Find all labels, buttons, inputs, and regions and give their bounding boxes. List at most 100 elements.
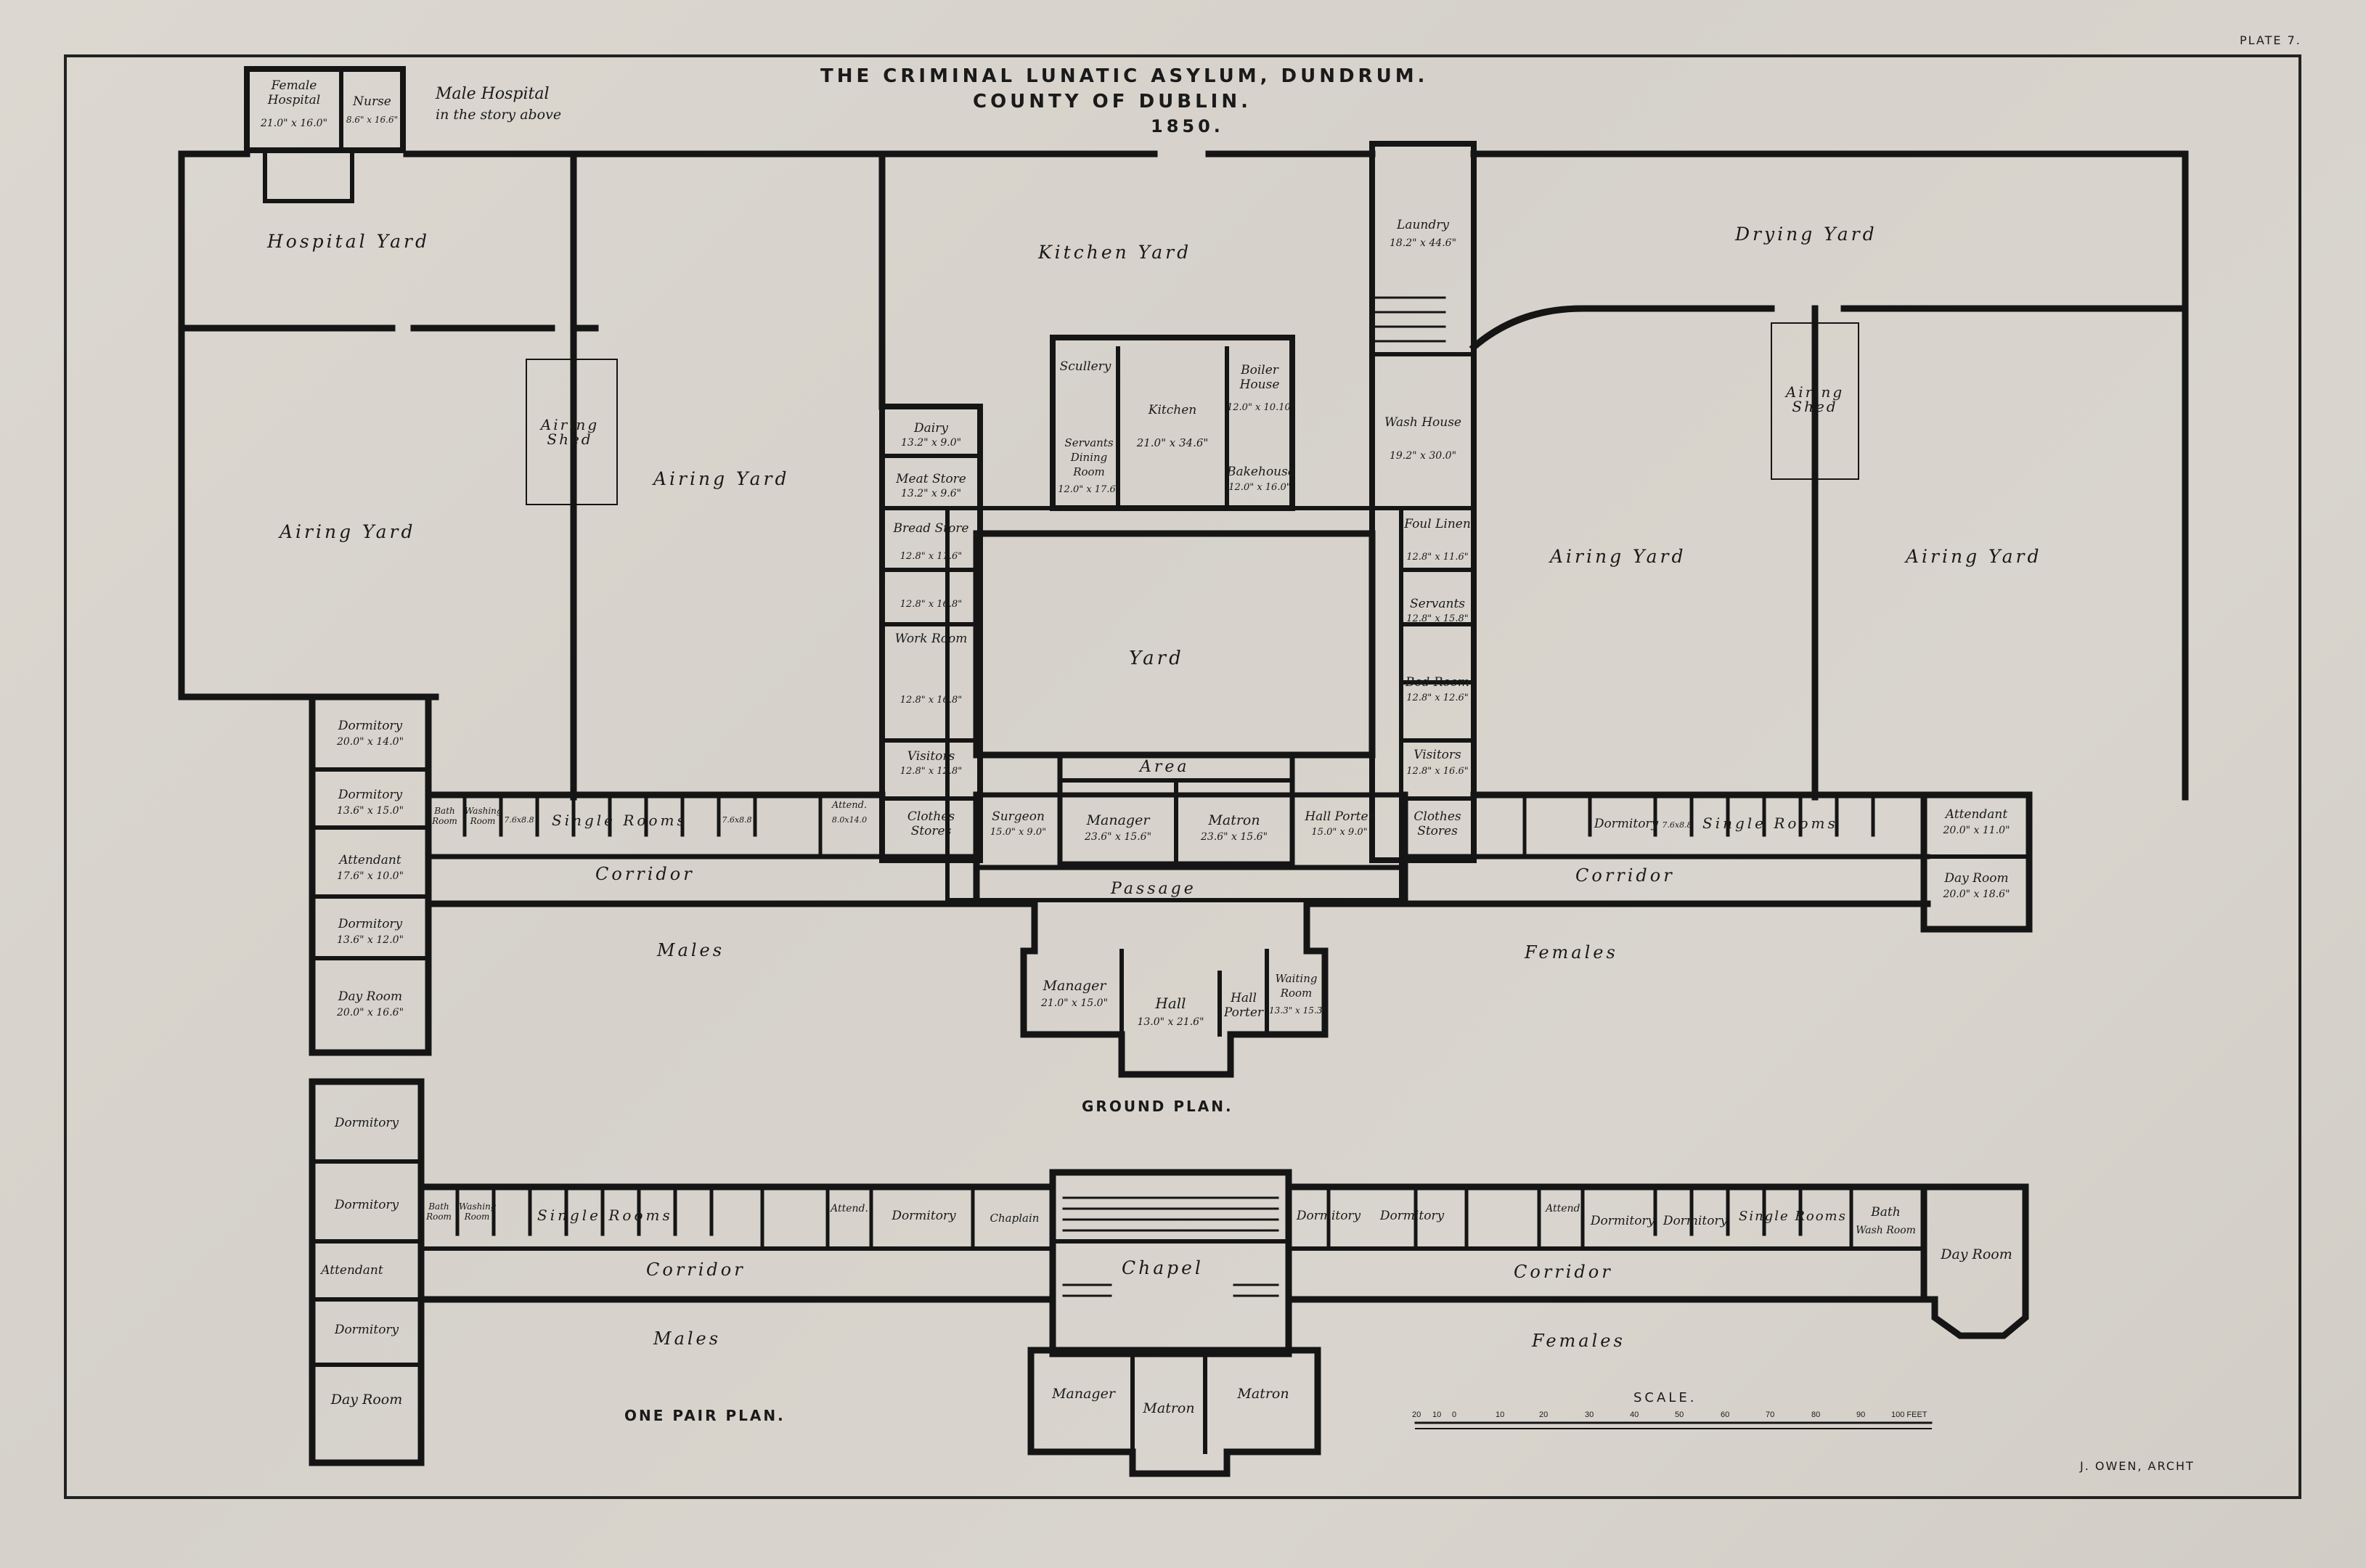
label-servants-dining: Servants Dining Room	[1064, 436, 1114, 478]
scale-tick: 80	[1811, 1410, 1821, 1419]
label-gl-cell: 7.6x8.8	[504, 815, 534, 825]
label-laundry: Laundry	[1397, 218, 1449, 232]
scale-tick: 30	[1585, 1410, 1594, 1419]
label-gl-single-rooms: Single Rooms	[552, 812, 688, 829]
label-visitors-left-dim: 12.8" x 12.8"	[900, 766, 963, 777]
label-matron-office: Matron	[1208, 812, 1260, 828]
label-gl-day-room: Day Room	[338, 989, 403, 1004]
label-manager-office: Manager	[1086, 812, 1150, 828]
label-clothes-stores-left: Clothes Stores	[907, 809, 955, 838]
label-gl-dormitory-1: Dormitory	[338, 719, 403, 733]
label-op-attendant: Attendant	[321, 1263, 383, 1278]
label-nurse-dim: 8.6" x 16.6"	[346, 115, 399, 125]
label-op-matron-2: Matron	[1237, 1386, 1289, 1402]
label-gl-corridor-left: Corridor	[595, 864, 695, 884]
label-op-dormitory-2: Dormitory	[334, 1198, 399, 1212]
label-work-dim: 12.8" x 16.8"	[900, 695, 963, 706]
label-op-right-day-room: Day Room	[1941, 1246, 2012, 1262]
label-gl-attendant-dim: 17.6" x 10.0"	[336, 870, 404, 882]
label-bed-room: Bed Room	[1405, 675, 1470, 690]
label-hall-porter-office: Hall Porter	[1305, 809, 1374, 824]
label-op-right-single-rooms: Single Rooms	[1739, 1209, 1847, 1224]
label-servants-dim: 12.8" x 15.8"	[1406, 613, 1469, 624]
label-store-room-dim: 12.8" x 16.8"	[900, 599, 963, 610]
label-passage: Passage	[1111, 880, 1196, 898]
label-op-washing-room: Washing Room	[459, 1201, 497, 1222]
label-nurse: Nurse	[353, 94, 391, 109]
label-op-right-dormitory-4: Dormitory	[1663, 1214, 1728, 1228]
label-op-corridor-left: Corridor	[646, 1259, 746, 1280]
label-visitors-left: Visitors	[907, 749, 955, 764]
label-bakehouse: Bakehouse	[1227, 465, 1295, 479]
label-dairy: Dairy	[914, 421, 948, 436]
label-op-dormitory-3: Dormitory	[334, 1323, 399, 1337]
label-gr-day-room: Day Room	[1944, 871, 2009, 886]
label-op-females: Females	[1532, 1331, 1625, 1351]
scale-tick: 100 FEET	[1891, 1410, 1928, 1419]
label-manager-office-dim: 23.6" x 15.6"	[1084, 831, 1152, 843]
label-bakehouse-dim: 12.0" x 16.0"	[1228, 482, 1291, 493]
label-visitors-right: Visitors	[1414, 748, 1461, 762]
label-gl-attendant-2: Attend.	[831, 800, 868, 811]
label-area: Area	[1140, 758, 1190, 776]
label-gr-single-rooms: Single Rooms	[1702, 814, 1838, 832]
scale-tick: 40	[1630, 1410, 1639, 1419]
scale-tick: 60	[1721, 1410, 1730, 1419]
label-op-manager: Manager	[1052, 1386, 1115, 1402]
label-airing-shed-left: Airing Shed	[540, 416, 600, 448]
scale-tick: 10	[1432, 1410, 1442, 1419]
label-airing-yard-4: Airing Yard	[1906, 546, 2042, 567]
label-waiting-dim: 13.3" x 15.3"	[1269, 1005, 1326, 1016]
label-op-chaplain: Chaplain	[990, 1212, 1040, 1225]
title-year: 1850.	[1151, 116, 1224, 136]
label-op-bath: Bath	[1871, 1205, 1901, 1220]
label-gl-dormitory-3: Dormitory	[338, 917, 403, 931]
label-airing-yard-2: Airing Yard	[653, 468, 790, 489]
label-gl-attendant: Attendant	[339, 853, 401, 867]
label-foul-dim: 12.8" x 11.6"	[1406, 552, 1469, 563]
label-gl-males: Males	[657, 940, 725, 960]
label-meat-dim: 13.2" x 9.6"	[900, 488, 962, 499]
label-gr-attendant: Attendant	[1945, 807, 2008, 822]
label-airing-yard-3: Airing Yard	[1550, 546, 1686, 567]
label-op-dormitory-4: Dormitory	[892, 1209, 956, 1223]
label-op-corridor-right: Corridor	[1514, 1262, 1613, 1282]
label-waiting-room: Waiting Room	[1275, 972, 1318, 1000]
label-gr-females: Females	[1525, 942, 1618, 963]
label-gr-dormitory: Dormitory	[1594, 817, 1659, 831]
label-op-matron-1: Matron	[1143, 1400, 1195, 1416]
label-hospital-yard: Hospital Yard	[267, 231, 430, 252]
caption-one-pair-plan: ONE PAIR PLAN.	[624, 1407, 786, 1424]
label-airing-yard-1: Airing Yard	[280, 521, 416, 542]
label-kitchen: Kitchen	[1148, 403, 1197, 417]
label-op-day-room: Day Room	[330, 1392, 403, 1408]
label-entrance-manager: Manager	[1043, 978, 1106, 994]
label-hall-porter-office-dim: 15.0" x 9.0"	[1311, 827, 1368, 838]
wall-west-yard	[178, 150, 316, 701]
label-gl-cell-2: 7.6x8.8	[722, 815, 752, 825]
note-male-hospital-1: Male Hospital	[436, 85, 550, 103]
scale-tick: 10	[1496, 1410, 1505, 1419]
label-dairy-dim: 13.2" x 9.0"	[900, 437, 962, 449]
label-servants-dining-dim: 12.0" x 17.6"	[1058, 484, 1120, 495]
label-gl-attendant-2-dim: 8.0x14.0	[831, 815, 868, 825]
scale-tick: 70	[1766, 1410, 1775, 1419]
label-op-wash-room: Wash Room	[1856, 1225, 1916, 1236]
plate-number: PLATE 7.	[2240, 33, 2301, 47]
label-female-hospital-dim: 21.0" x 16.0"	[260, 118, 328, 129]
label-op-attend-right: Attend.	[1546, 1203, 1583, 1214]
border-frame	[64, 54, 2301, 1499]
label-gr-day-room-dim: 20.0" x 18.6"	[1943, 889, 2010, 900]
label-matron-office-dim: 23.6" x 15.6"	[1200, 831, 1268, 843]
scale-tick: 90	[1856, 1410, 1866, 1419]
label-entrance-hall-porter: Hall Porter	[1223, 991, 1264, 1020]
label-op-right-dormitory-1: Dormitory	[1296, 1209, 1361, 1223]
label-gl-day-room-dim: 20.0" x 16.6"	[336, 1007, 404, 1018]
label-op-right-dormitory-3: Dormitory	[1590, 1214, 1655, 1228]
label-work-room: Work Room	[894, 632, 968, 646]
label-airing-shed-right: Airing Shed	[1785, 383, 1845, 415]
label-bread-store: Bread Store	[893, 521, 969, 536]
label-surgeon: Surgeon	[992, 809, 1045, 824]
